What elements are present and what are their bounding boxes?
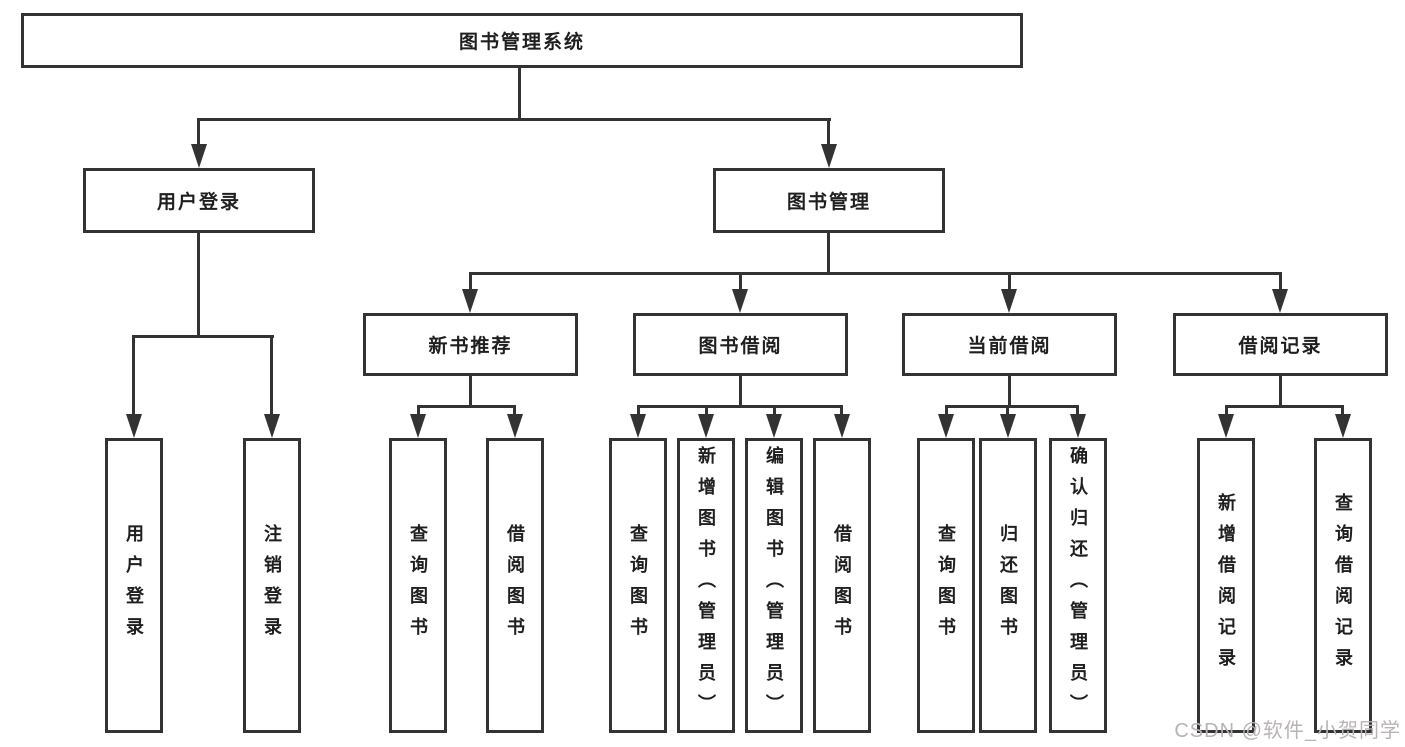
arrow-to-leaf-record-add [1218, 414, 1234, 438]
arrow-to-borrow-record [1272, 289, 1288, 313]
leaf-cur-query-books: 查询图书 [917, 438, 975, 733]
leaf-add-borrow-record-label: 新增借阅记录 [1216, 492, 1236, 679]
node-book-mgmt-label: 图书管理 [786, 192, 871, 213]
node-new-book-rec: 新书推荐 [363, 313, 578, 376]
node-new-book-rec-label: 新书推荐 [428, 336, 513, 357]
arrow-to-leaf-logout [264, 414, 280, 438]
connector-borrow-record-split [1225, 405, 1344, 408]
node-book-borrow: 图书借阅 [633, 313, 848, 376]
arrow-to-leaf-cur-query [938, 414, 954, 438]
leaf-confirm-return-admin-label: 确认归还（管理员） [1068, 446, 1088, 725]
arrow-to-leaf-cur-return [1000, 414, 1016, 438]
leaf-bor-borrow-books-label: 借阅图书 [832, 523, 852, 648]
connector-to-leaf-rec-query-line [417, 405, 420, 418]
node-current-borrow: 当前借阅 [902, 313, 1117, 376]
connector-borrow-record-stem [1279, 376, 1282, 408]
arrow-to-leaf-record-query [1335, 414, 1351, 438]
connector-to-leaf-record-query-line [1341, 405, 1344, 418]
arrow-to-leaf-bor-query [630, 414, 646, 438]
leaf-add-borrow-record: 新增借阅记录 [1197, 438, 1255, 733]
arrow-to-leaf-cur-confirm [1070, 414, 1086, 438]
connector-to-leaf-bor-query-line [637, 405, 640, 418]
node-library-system-label: 图书管理系统 [458, 32, 585, 53]
connector-new-book-rec-split [417, 405, 516, 408]
arrow-to-leaf-user-login [126, 414, 142, 438]
connector-to-leaf-bor-borrow-line [840, 405, 843, 418]
connector-to-leaf-logout-line [270, 335, 273, 420]
arrow-to-user-login [191, 144, 207, 168]
node-borrow-record-label: 借阅记录 [1238, 336, 1323, 357]
leaf-user-login: 用户登录 [105, 438, 163, 733]
node-library-system: 图书管理系统 [21, 13, 1023, 68]
arrow-to-leaf-bor-edit [766, 414, 782, 438]
connector-new-book-rec-stem [469, 376, 472, 408]
connector-book-mgmt-stem [827, 233, 830, 274]
leaf-cur-query-books-label: 查询图书 [936, 523, 956, 648]
leaf-logout-label: 注销登录 [262, 523, 282, 648]
leaf-logout: 注销登录 [243, 438, 301, 733]
connector-current-borrow-stem [1008, 376, 1011, 408]
connector-book-borrow-stem [739, 376, 742, 408]
arrow-to-leaf-bor-borrow [834, 414, 850, 438]
connector-to-current-borrow-line [1008, 272, 1011, 295]
node-current-borrow-label: 当前借阅 [967, 336, 1052, 357]
leaf-query-borrow-record-label: 查询借阅记录 [1333, 492, 1353, 679]
leaf-bor-query-books: 查询图书 [609, 438, 667, 733]
connector-to-leaf-cur-query-line [945, 405, 948, 418]
leaf-return-books-label: 归还图书 [998, 523, 1018, 648]
connector-book-mgmt-split [469, 272, 1282, 275]
connector-to-leaf-bor-edit-line [773, 405, 776, 418]
connector-root-stem [518, 68, 521, 120]
leaf-bor-borrow-books: 借阅图书 [813, 438, 871, 733]
connector-to-user-login-line [197, 118, 200, 150]
arrow-to-current-borrow [1001, 289, 1017, 313]
arrow-to-book-mgmt [821, 144, 837, 168]
arrow-to-new-book-rec [462, 289, 478, 313]
node-user-login-label: 用户登录 [156, 192, 241, 213]
connector-to-new-book-rec-line [469, 272, 472, 295]
leaf-user-login-label: 用户登录 [124, 523, 144, 648]
connector-root-split [197, 118, 831, 121]
arrow-to-leaf-bor-add [698, 414, 714, 438]
leaf-rec-borrow-books: 借阅图书 [486, 438, 544, 733]
leaf-query-borrow-record: 查询借阅记录 [1314, 438, 1372, 733]
arrow-to-leaf-rec-query [410, 414, 426, 438]
node-book-borrow-label: 图书借阅 [698, 336, 783, 357]
leaf-edit-books-admin: 编辑图书（管理员） [745, 438, 803, 733]
connector-to-leaf-record-add-line [1225, 405, 1228, 418]
arrow-to-book-borrow [732, 289, 748, 313]
leaf-add-books-admin-label: 新增图书（管理员） [696, 446, 716, 725]
leaf-edit-books-admin-label: 编辑图书（管理员） [764, 446, 784, 725]
connector-to-leaf-rec-borrow-line [513, 405, 516, 418]
node-user-login: 用户登录 [83, 168, 315, 233]
connector-to-leaf-bor-add-line [705, 405, 708, 418]
leaf-return-books: 归还图书 [979, 438, 1037, 733]
leaf-bor-query-books-label: 查询图书 [628, 523, 648, 648]
connector-to-leaf-cur-return-line [1006, 405, 1009, 418]
connector-current-borrow-split [945, 405, 1079, 408]
leaf-rec-query-books: 查询图书 [389, 438, 447, 733]
csdn-watermark: CSDN @软件_小贺同学 [1174, 720, 1401, 742]
leaf-rec-query-books-label: 查询图书 [408, 523, 428, 648]
leaf-add-books-admin: 新增图书（管理员） [677, 438, 735, 733]
node-book-mgmt: 图书管理 [713, 168, 945, 233]
connector-to-book-mgmt-line [827, 118, 830, 150]
connector-to-leaf-user-login-line [132, 335, 135, 420]
node-borrow-record: 借阅记录 [1173, 313, 1388, 376]
leaf-confirm-return-admin: 确认归还（管理员） [1049, 438, 1107, 733]
connector-to-book-borrow-line [739, 272, 742, 295]
connector-to-borrow-record-line [1279, 272, 1282, 295]
connector-user-login-split [133, 335, 274, 338]
connector-user-login-stem [197, 233, 200, 337]
connector-book-borrow-split [637, 405, 843, 408]
leaf-rec-borrow-books-label: 借阅图书 [505, 523, 525, 648]
connector-to-leaf-cur-confirm-line [1076, 405, 1079, 418]
arrow-to-leaf-rec-borrow [507, 414, 523, 438]
